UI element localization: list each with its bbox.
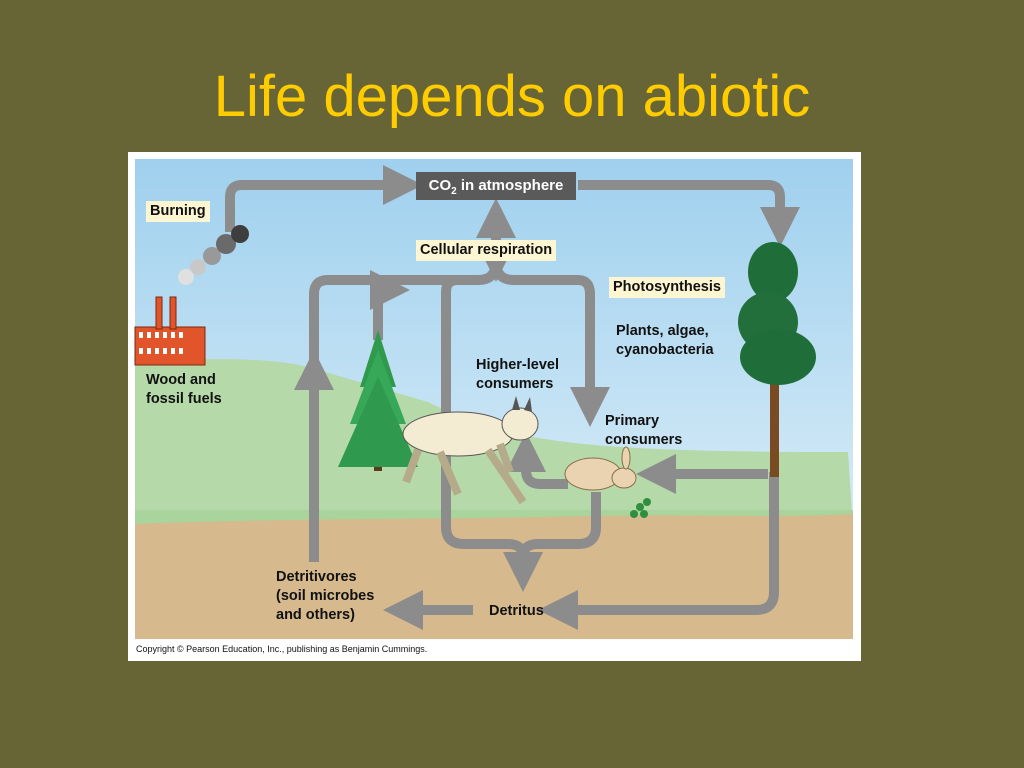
- co2-atmosphere-box: CO2 in atmosphere: [416, 172, 576, 200]
- cellular-respiration-label: Cellular respiration: [416, 240, 557, 261]
- co2-suffix: in atmosphere: [456, 177, 564, 194]
- primary-consumers-line-2: consumers: [605, 432, 683, 448]
- detritivores-label: Detritivores (soil microbes and others): [276, 568, 374, 625]
- wood-fuels-line-1: Wood and: [146, 372, 216, 388]
- carbon-cycle-figure: CO2 in atmosphere Burning Cellular respi…: [128, 152, 861, 661]
- lynx-icon: [402, 396, 539, 505]
- higher-consumers-line-2: consumers: [476, 376, 554, 392]
- detritivores-line-1: Detritivores: [276, 569, 357, 585]
- plants-label: Plants, algae, cyanobacteria: [616, 322, 714, 360]
- plants-line-1: Plants, algae,: [616, 323, 709, 339]
- tall-tree-icon: [738, 242, 816, 477]
- detritivores-line-2: (soil microbes: [276, 588, 375, 604]
- arrow-co2-to-tree: [578, 180, 800, 247]
- co2-subscript: 2: [451, 186, 457, 197]
- rabbit-icon: [564, 446, 637, 491]
- higher-consumers-line-1: Higher-level: [476, 357, 559, 373]
- wood-fuels-label: Wood and fossil fuels: [146, 371, 222, 409]
- arrow-primary-to-detritus: [518, 492, 601, 558]
- smoke-icon: [178, 225, 249, 285]
- burning-label: Burning: [146, 201, 210, 222]
- primary-consumers-label: Primary consumers: [605, 412, 682, 450]
- pine-tree-icon: [338, 330, 418, 471]
- arrow-pine-up: [369, 270, 410, 340]
- co2-prefix: CO: [428, 177, 452, 194]
- factory-icon: [134, 296, 206, 366]
- detritus-label: Detritus: [489, 603, 544, 619]
- plants-line-2: cyanobacteria: [616, 342, 714, 358]
- copyright-notice: Copyright © Pearson Education, Inc., pub…: [136, 644, 428, 654]
- primary-consumers-line-1: Primary: [605, 413, 660, 429]
- arrow-tree-bottom-to-detritus: [538, 472, 779, 630]
- slide-title: Life depends on abiotic: [213, 64, 811, 129]
- arrow-respiration-right: [491, 261, 595, 397]
- wood-fuels-line-2: fossil fuels: [146, 391, 222, 407]
- higher-consumers-label: Higher-level consumers: [476, 356, 559, 394]
- arrow-burning-to-co2: [225, 165, 423, 232]
- carbon-cycle-illustration: [134, 159, 853, 639]
- photosynthesis-label: Photosynthesis: [609, 277, 725, 298]
- arrow-rabbit-to-lynx: [506, 432, 568, 489]
- detritivores-line-3: and others): [276, 607, 355, 623]
- seedling-icon: [630, 498, 651, 518]
